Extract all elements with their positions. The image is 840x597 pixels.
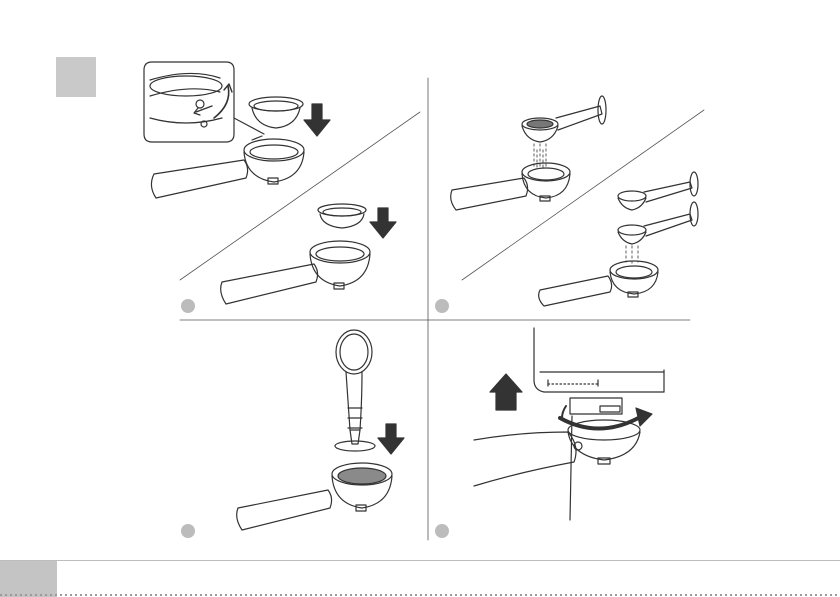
filter-holder-icon-2 — [221, 241, 370, 304]
step-3-badge — [181, 524, 195, 538]
up-arrow-icon — [490, 374, 522, 410]
filter-holder-icon — [151, 136, 304, 198]
step-4-badge — [435, 524, 449, 538]
instruction-illustrations — [0, 0, 840, 560]
filter-holder-icon-6 — [474, 420, 640, 486]
insert-arrow-icon — [304, 104, 330, 136]
double-filter-icon — [318, 204, 366, 228]
measuring-spoon-icon-2 — [618, 172, 698, 210]
single-filter-icon — [249, 97, 303, 128]
step-4-illustration — [474, 328, 664, 520]
filter-holder-icon-5 — [237, 463, 392, 530]
measuring-spoon-icon — [522, 96, 606, 142]
measuring-spoon-icon-3 — [618, 202, 698, 244]
step-1-badge — [181, 299, 195, 313]
step-1-illustration — [144, 62, 396, 304]
step-3-illustration — [237, 330, 404, 530]
filter-holder-icon-3 — [451, 163, 570, 210]
filter-holder-icon-4 — [539, 261, 658, 306]
press-arrow-icon — [378, 424, 404, 454]
ground-coffee-icon — [534, 144, 546, 170]
page-footer — [0, 560, 840, 597]
insert-arrow-icon-2 — [370, 208, 396, 238]
detail-inset — [144, 62, 264, 142]
page-number-tab — [0, 561, 57, 597]
tamper-icon — [335, 330, 375, 451]
machine-group-head-icon — [534, 328, 664, 520]
step-2-badge — [435, 299, 449, 313]
